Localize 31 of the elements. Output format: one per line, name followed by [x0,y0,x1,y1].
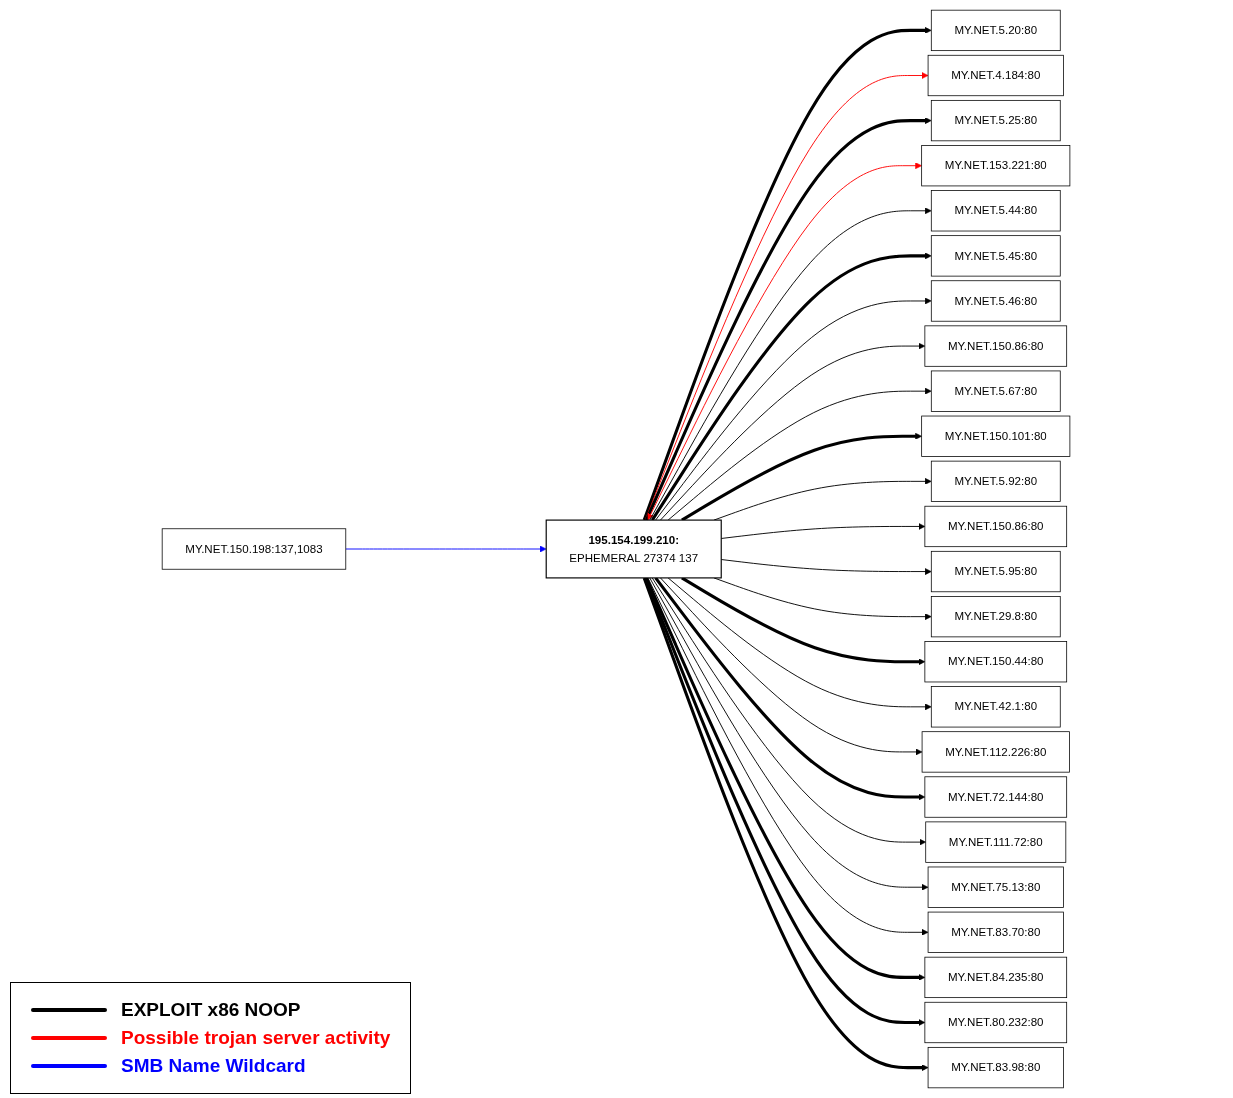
node-box: MY.NET.150.86:80 [924,505,1068,548]
node-box: MY.NET.153.221:80 [921,145,1071,187]
node-box: MY.NET.111.72:80 [925,821,1067,863]
legend-text: Possible trojan server activity [121,1027,391,1049]
node-box: MY.NET.42.1:80 [931,686,1062,728]
node-box: MY.NET.5.67:80 [931,370,1062,412]
node-box: MY.NET.112.226:80 [922,731,1071,773]
node-box: MY.NET.5.46:80 [931,280,1062,322]
arrow [681,576,926,666]
node-box: MY.NET.80.232:80 [924,1001,1068,1044]
node-box: MY.NET.5.25:80 [931,99,1062,142]
node-box: MY.NET.5.92:80 [931,460,1062,502]
node-box: MY.NET.150.198:137,1083 [162,528,347,570]
node-box: MY.NET.72.144:80 [924,776,1068,818]
node-box: MY.NET.5.20:80 [931,9,1062,52]
node-box: MY.NET.83.98:80 [928,1046,1065,1089]
node-box: MY.NET.75.13:80 [928,866,1065,908]
node-box: MY.NET.84.235:80 [924,956,1068,999]
arrow [681,432,923,522]
node-box: MY.NET.83.70:80 [928,911,1065,953]
node-box: MY.NET.5.95:80 [931,550,1062,593]
node-box: MY.NET.150.86:80 [924,325,1068,367]
node-box: MY.NET.5.44:80 [931,190,1062,232]
node-box: MY.NET.150.44:80 [924,641,1068,683]
node-box: 195.154.199.210: EPHEMERAL 27374 137 [546,519,723,579]
node-box: MY.NET.150.101:80 [921,415,1071,457]
node-box: MY.NET.5.45:80 [931,235,1062,277]
node-box: MY.NET.4.184:80 [928,54,1065,97]
legend-text: SMB Name Wildcard [121,1055,306,1077]
node-box: MY.NET.29.8:80 [931,596,1062,638]
legend-text: EXPLOIT x86 NOOP [121,999,301,1021]
